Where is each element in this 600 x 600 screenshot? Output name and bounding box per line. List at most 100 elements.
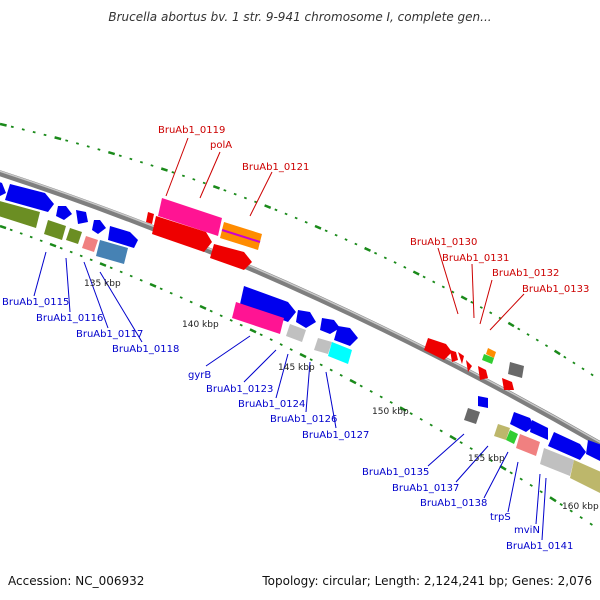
scale-major-tick [449,434,457,441]
gene-label[interactable]: BruAb1_0121 [242,162,309,173]
gene-arrow[interactable] [92,220,106,234]
gene-bar[interactable] [482,354,494,364]
gene-arrow[interactable] [548,432,586,460]
gene-label[interactable]: polA [210,140,232,151]
gene-bar[interactable] [464,408,480,424]
gene-arrow[interactable] [466,360,472,372]
scale-major-tick [107,151,116,156]
gene-arrow[interactable] [108,226,138,248]
gene-label[interactable]: BruAb1_0131 [442,253,509,264]
gene-label[interactable]: BruAb1_0124 [238,399,305,410]
gene-label[interactable]: BruAb1_0115 [2,297,69,308]
topology-label: Topology: circular; Length: 2,124,241 bp… [262,574,592,588]
gene-label[interactable]: BruAb1_0130 [410,237,477,248]
scale-minor-tick [9,228,13,232]
scale-minor-tick [359,384,363,388]
scale-minor-tick [379,395,383,399]
scale-minor-tick [229,319,233,322]
scale-minor-tick [319,363,323,367]
gene-label[interactable]: BruAb1_0132 [492,268,559,279]
gene-label[interactable]: BruAb1_0119 [158,125,225,136]
gene-arrow[interactable] [586,440,600,466]
gene-arrow[interactable] [320,318,340,334]
gene-bar[interactable] [486,348,496,358]
scale-minor-tick [559,503,563,507]
inner-scale-ring [0,224,593,526]
gene-bar[interactable] [508,362,524,378]
gene-arrow[interactable] [334,326,358,346]
gene-arrow[interactable] [450,350,458,362]
gene-label[interactable]: BruAb1_0138 [420,498,487,509]
gene-bar[interactable] [506,430,518,444]
gene-label[interactable]: BruAb1_0116 [36,313,103,324]
gene-arrow[interactable] [478,396,488,408]
scale-major-tick [399,406,407,412]
gene-label[interactable]: BruAb1_0137 [392,483,459,494]
gene-label[interactable]: BruAb1_0133 [522,284,589,295]
scale-label: 140 kbp [182,320,219,330]
gene-arrow[interactable] [56,206,72,220]
gene-arrow[interactable] [296,310,316,328]
gene-label[interactable]: gyrB [188,370,211,381]
scale-major-tick [553,349,561,356]
gene-bar[interactable] [82,236,98,252]
gene-bar[interactable] [0,200,40,228]
scale-minor-tick [223,189,227,192]
gene-label[interactable]: trpS [490,512,511,523]
gene-arrow[interactable] [5,184,54,212]
gene-label[interactable]: BruAb1_0141 [506,541,573,552]
gene-label[interactable]: BruAb1_0127 [302,430,369,441]
gene-arrow[interactable] [210,244,252,270]
gene-arrow[interactable] [146,212,154,224]
gene-bar[interactable] [570,460,600,496]
scale-minor-tick [544,344,549,348]
gene-arrow[interactable] [0,180,6,197]
gene-label[interactable]: BruAb1_0123 [206,384,273,395]
gene-bar[interactable] [44,220,66,240]
gene-arrow[interactable] [458,352,464,364]
scale-minor-tick [529,483,533,487]
gene-bar[interactable] [158,198,222,236]
gene-arrow[interactable] [530,420,548,440]
gene-label[interactable]: BruAb1_0135 [362,467,429,478]
gene-bar[interactable] [314,338,332,354]
scale-minor-tick [233,192,237,196]
scale-minor-tick [32,130,36,134]
gene-label[interactable]: BruAb1_0118 [112,344,179,355]
gene-bar[interactable] [328,342,352,364]
scale-minor-tick [441,285,445,289]
gene-label[interactable]: mviN [514,525,540,536]
gene-arrow[interactable] [502,378,514,390]
scale-minor-tick [539,490,543,494]
gene-bar[interactable] [96,240,128,264]
gene-arrow[interactable] [152,216,212,252]
scale-minor-tick [519,477,523,481]
gene-bar[interactable] [494,424,510,440]
gene-label[interactable]: BruAb1_0126 [270,414,337,425]
gene-arrow[interactable] [76,210,88,224]
scale-minor-tick [324,229,328,233]
scale-minor-tick [97,148,101,151]
scale-minor-tick [589,522,593,526]
scale-minor-tick [329,368,333,372]
gene-arrow[interactable] [240,286,296,322]
gene-arrow[interactable] [510,412,534,432]
scale-minor-tick [579,516,583,520]
chromosome-backbone [0,170,600,448]
gene-bar[interactable] [516,434,540,456]
scale-minor-tick [209,309,213,313]
scale-major-tick [0,224,7,230]
gene-label[interactable]: BruAb1_0117 [76,329,143,340]
scale-minor-tick [393,261,397,264]
scale-minor-tick [169,291,173,295]
gene-bar[interactable] [66,228,82,244]
scale-minor-tick [289,348,293,351]
gene-bar[interactable] [286,324,306,342]
gene-arrow[interactable] [478,366,488,380]
scale-label: 135 kbp [84,279,121,289]
scale-minor-tick [590,373,594,377]
gene-bar[interactable] [540,448,574,476]
scale-major-tick [54,136,62,141]
gene-arrow[interactable] [424,338,452,360]
gene-bar[interactable] [232,302,284,334]
